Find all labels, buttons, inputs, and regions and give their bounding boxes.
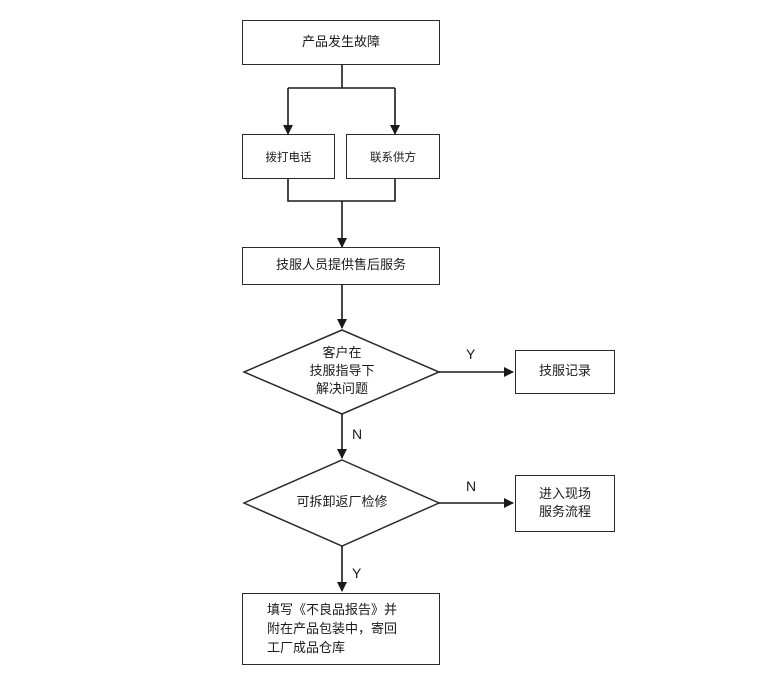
edge-label-remote-no: N [352, 426, 363, 442]
connector-merge [287, 178, 396, 202]
connector-failure-split [288, 64, 395, 89]
node-defect-report: 填写《不良品报告》并 附在产品包装中，寄回 工厂成品仓库 [242, 593, 440, 665]
node-tech-record: 技服记录 [515, 350, 615, 394]
node-onsite-service: 进入现场 服务流程 [515, 475, 615, 532]
node-tech-record-label: 技服记录 [538, 364, 591, 379]
node-defect-report-label: 填写《不良品报告》并 附在产品包装中，寄回 工厂成品仓库 [267, 602, 398, 656]
decision-return-label-wrap: 可拆卸返厂检修 [262, 490, 422, 516]
edge-label-remote-yes: Y [466, 346, 476, 362]
decision-remote-label: 客户在 技服指导下 解决问题 [309, 346, 375, 397]
node-product-failure: 产品发生故障 [242, 20, 440, 65]
edge-label-return-no: N [466, 478, 477, 494]
node-onsite-service-label: 进入现场 服务流程 [538, 486, 591, 520]
edge-label-return-yes: Y [352, 565, 362, 581]
decision-return-label: 可拆卸返厂检修 [296, 495, 388, 510]
node-call-phone-label: 拨打电话 [265, 149, 312, 164]
node-contact-supplier: 联系供方 [346, 134, 440, 179]
decision-remote-label-wrap: 客户在 技服指导下 解决问题 [272, 340, 412, 404]
node-tech-support: 技服人员提供售后服务 [242, 247, 440, 285]
node-contact-supplier-label: 联系供方 [370, 149, 416, 164]
node-product-failure-label: 产品发生故障 [301, 34, 380, 50]
node-tech-support-label: 技服人员提供售后服务 [275, 258, 406, 273]
node-call-phone: 拨打电话 [242, 134, 335, 179]
